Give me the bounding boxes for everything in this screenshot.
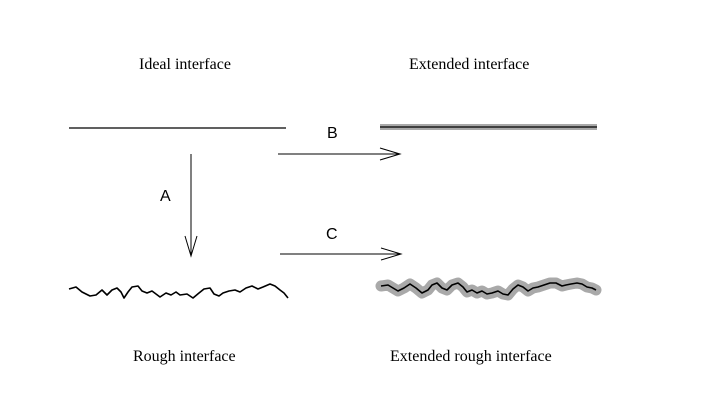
label-extended-rough-interface: Extended rough interface <box>390 348 552 365</box>
arrow-a-head <box>184 235 198 258</box>
arrow-label-a: A <box>160 188 171 205</box>
arrow-label-c: C <box>326 226 338 243</box>
label-ideal-interface: Ideal interface <box>139 56 231 73</box>
label-rough-interface: Rough interface <box>133 348 236 365</box>
arrow-b-head <box>379 147 402 161</box>
arrow-c-head <box>380 247 403 261</box>
arrow-label-b: B <box>327 125 338 142</box>
label-extended-interface: Extended interface <box>409 56 530 73</box>
rough-interface-line <box>68 283 289 299</box>
extended-rough-interface-line <box>380 282 597 296</box>
